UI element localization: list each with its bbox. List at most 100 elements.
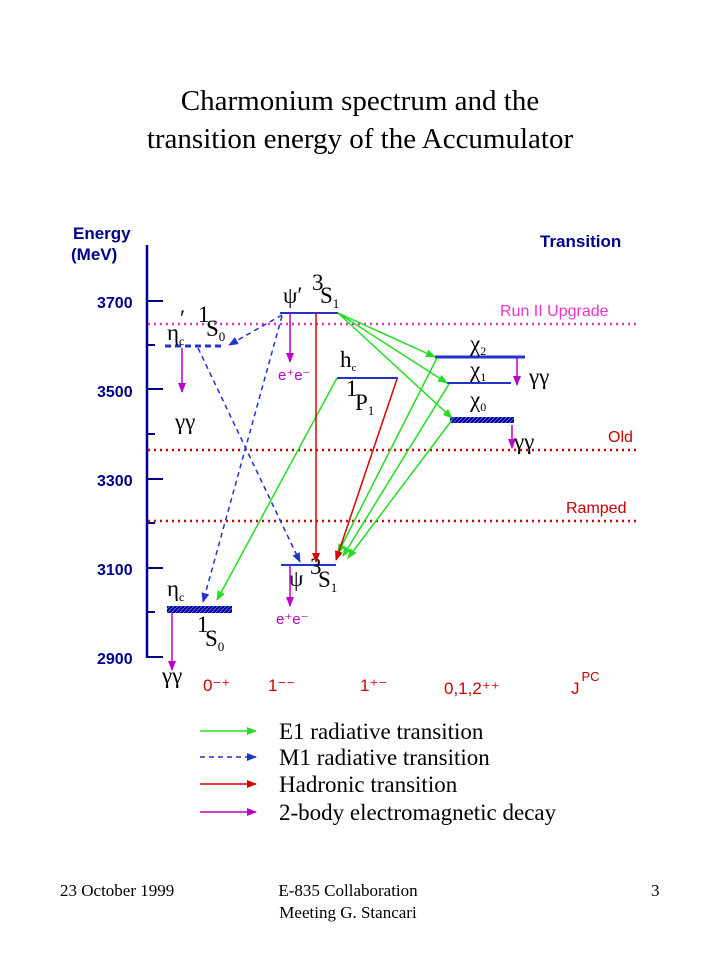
svg-text:1: 1 (346, 376, 358, 401)
jpc-012-plus-plus: 0,1,2⁺⁺ (444, 679, 500, 698)
m1-transitions (197, 314, 301, 603)
jpc-1-plus-minus: 1⁺⁻ (360, 676, 387, 695)
chi0-label: χ0 (469, 387, 486, 414)
psi-spec-sub: 1 (331, 580, 338, 595)
e1-chi1-psi (342, 383, 450, 557)
h-c-label: hc 1 P1 (340, 347, 374, 418)
svg-text:hc: hc (340, 347, 357, 374)
chi2-label: χ2 (469, 331, 486, 358)
e1-chi2-psi (337, 357, 438, 554)
h-c-spec-sup: 1 (346, 376, 358, 401)
old-label: Old (608, 429, 633, 446)
eta-c-prime-spec: S (206, 316, 219, 341)
eta-c-spec-sub: 0 (218, 639, 225, 654)
psi-prime-spec: S (320, 283, 333, 308)
eta-c-level (167, 606, 232, 613)
gg-etac: γγ (161, 663, 182, 688)
psi-spec-sup: 3 (310, 554, 322, 579)
gg-chi0: γγ (513, 429, 534, 454)
e1-transitions (216, 312, 453, 601)
hadronic-hc-psi (335, 378, 398, 561)
ramped-label: Ramped (566, 500, 626, 517)
em-decays (168, 313, 521, 671)
eta-c-prime-symbol: η (167, 320, 179, 345)
eta-c-spec: S (205, 626, 218, 651)
gg-chi2: γγ (528, 364, 549, 389)
footer-page-number: 3 (651, 881, 660, 900)
chi1-sub: 1 (480, 370, 486, 384)
svg-text:P1: P1 (355, 390, 374, 418)
e1-psiprime-chi1 (337, 312, 448, 384)
h-c-spec-sub: 1 (368, 403, 375, 418)
axis-ticks (147, 300, 163, 658)
legend-em-label: 2-body electromagnetic decay (279, 800, 557, 825)
title-line-1: Charmonium spectrum and the (180, 85, 540, 117)
psi-symbol: ψ (289, 566, 304, 591)
chi0-sub: 0 (480, 400, 486, 414)
svg-text:3: 3 (310, 554, 322, 579)
hadronic-transitions (312, 313, 398, 563)
jpc-0-minus-plus: 0⁻⁺ (203, 676, 230, 695)
h-c-spec: P (355, 390, 368, 415)
footer-center-line-1: E-835 Collaboration (278, 881, 418, 900)
psi-prime-symbol: ψ′ (283, 283, 302, 308)
footer-date: 23 October 1999 (60, 881, 175, 900)
tick-label-3100: 3100 (97, 562, 133, 579)
eta-c-sub: c (179, 590, 184, 604)
jpc-label: JPC (571, 669, 600, 698)
svg-text:S0: S0 (205, 626, 224, 654)
eta-c-label: ηc 1 S0 (167, 576, 224, 654)
psi-spec: S (318, 567, 331, 592)
jpc-label-pc: PC (582, 669, 600, 684)
ee-upper-label: e⁺e⁻ (278, 367, 311, 384)
psi-label: ψ 3 S1 (289, 554, 337, 595)
h-c-sub: c (352, 362, 357, 374)
eta-c-prime-mark: ′ (180, 306, 185, 331)
m1-psiprime-etac (201, 315, 283, 603)
title-line-2: transition energy of the Accumulator (146, 123, 574, 155)
legend-e1-label: E1 radiative transition (279, 719, 484, 744)
svg-text:1: 1 (198, 302, 210, 327)
run2-upgrade-label: Run II Upgrade (500, 303, 609, 320)
tick-label-2900: 2900 (97, 651, 133, 668)
m1-etacprime-psi (197, 347, 301, 563)
svg-text:S1: S1 (318, 567, 337, 595)
eta-c-prime-label: ηc ′ 1 S0 (167, 302, 225, 348)
gg-etacprime: γγ (174, 409, 195, 434)
tick-label-3700: 3700 (97, 295, 133, 312)
svg-text:S0: S0 (206, 316, 225, 344)
eta-c-prime-spec-sup: 1 (198, 302, 210, 327)
charmonium-diagram: Energy (MeV) 3700 3500 3300 3100 2900 Tr… (71, 224, 640, 825)
eta-c-symbol: η (167, 576, 179, 601)
svg-text:ηc: ηc (167, 320, 184, 348)
page-title: Charmonium spectrum and the transition e… (0, 82, 720, 158)
chi1-label: χ1 (469, 357, 486, 384)
legend-hadronic-label: Hadronic transition (279, 772, 458, 797)
e1-psiprime-chi2 (337, 312, 436, 358)
h-c-symbol: h (340, 347, 352, 372)
footer-center: E-835 Collaboration Meeting G. Stancari (248, 880, 448, 924)
axis-label-unit: (MeV) (71, 245, 117, 264)
footer-center-line-2: Meeting G. Stancari (279, 903, 417, 922)
ee-lower-label: e⁺e⁻ (276, 611, 309, 628)
svg-text:S1: S1 (320, 283, 339, 311)
e1-hc-etac (216, 377, 338, 601)
tick-label-3300: 3300 (97, 473, 133, 490)
legend: E1 radiative transition M1 radiative tra… (200, 719, 557, 825)
axis-label-energy: Energy (73, 224, 131, 243)
psi-prime-label: ψ′ 3 S1 (283, 270, 339, 311)
transition-header: Transition (540, 232, 621, 251)
psi-prime-spec-sup: 3 (312, 270, 324, 295)
psi-prime-spec-sub: 1 (333, 296, 340, 311)
chi0-symbol: χ (469, 387, 481, 412)
legend-m1-label: M1 radiative transition (279, 745, 490, 770)
eta-c-spec-sup: 1 (197, 612, 209, 637)
tick-label-3500: 3500 (97, 384, 133, 401)
chi2-sub: 2 (480, 344, 486, 358)
chi0-level (450, 417, 514, 423)
jpc-label-j: J (571, 679, 580, 698)
eta-c-prime-sub: c (179, 334, 184, 348)
eta-c-prime-spec-sub: 0 (219, 329, 226, 344)
e1-chi0-psi (347, 419, 453, 559)
m1-psiprime-etacprime (228, 314, 283, 346)
